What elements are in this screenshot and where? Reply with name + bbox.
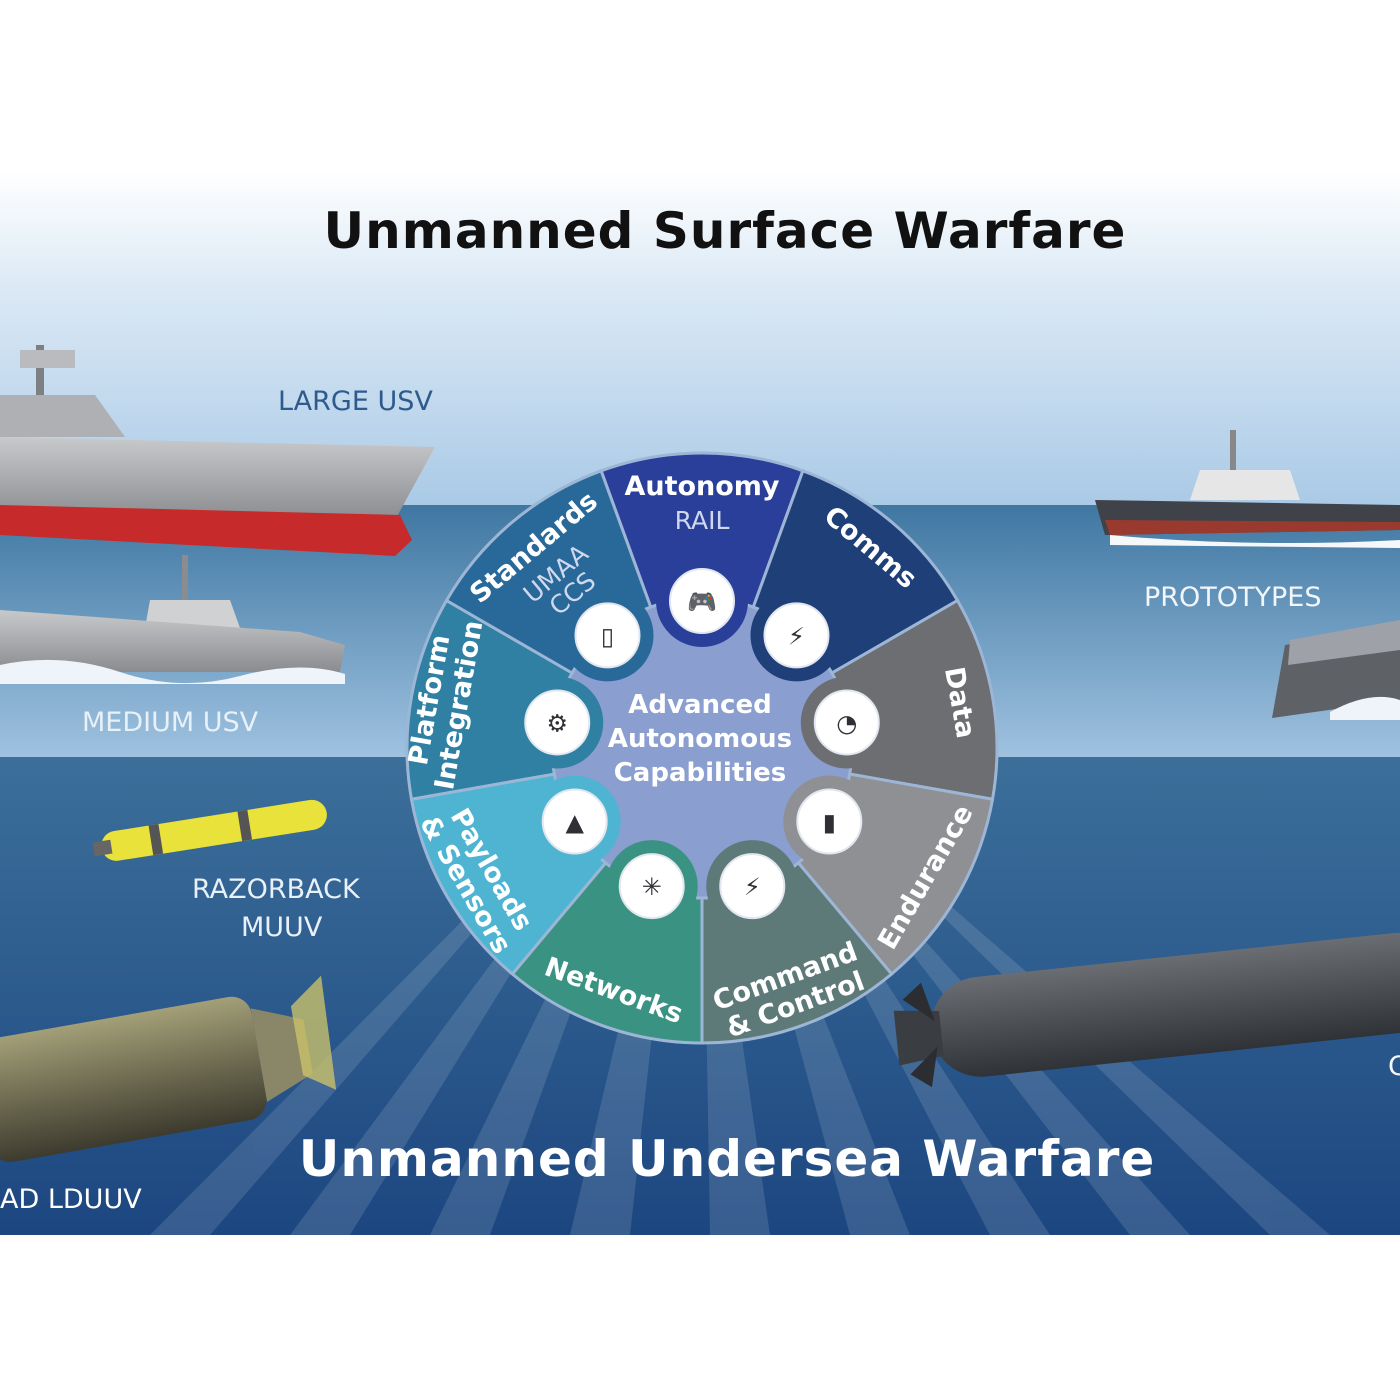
svg-text:⚡: ⚡ (788, 622, 805, 650)
razorback-label-line1: RAZORBACK (192, 874, 361, 905)
prototype-ship-image (1095, 430, 1400, 548)
medium-usv-label: MEDIUM USV (82, 707, 259, 738)
document-check-icon: ▯ (574, 602, 641, 669)
gear-icon: ⚙ (524, 689, 591, 756)
center-text-line3: Capabilities (614, 758, 787, 788)
surface-title: Unmanned Surface Warfare (324, 202, 1127, 260)
large-usv-image (0, 345, 435, 556)
large-uuv-image (893, 932, 1400, 1088)
segment-command-control[interactable]: ⚡Command& Control (700, 840, 894, 1045)
undersea-title: Unmanned Undersea Warfare (299, 1130, 1156, 1188)
svg-text:✳: ✳ (642, 873, 662, 901)
razorback-muuv-image (92, 799, 327, 861)
prototypes-label: PROTOTYPES (1144, 582, 1322, 613)
center-text-line2: Autonomous (608, 724, 792, 754)
center-text-line1: Advanced (628, 690, 771, 720)
pie-chart-icon: ◔ (813, 689, 880, 756)
antenna-tower-icon: ⚡ (719, 853, 786, 920)
svg-text:▯: ▯ (601, 622, 614, 650)
razorback-label-line2: MUUV (241, 912, 323, 943)
svg-text:⚡: ⚡ (744, 873, 761, 901)
remote-controller-icon: 🎮 (669, 568, 735, 634)
network-hub-icon: ✳ (618, 853, 685, 920)
segment-data[interactable]: ◔Data (800, 598, 999, 801)
segment-endurance[interactable]: ▮Endurance (783, 772, 995, 977)
segment-comms[interactable]: ⚡Comms (750, 468, 960, 682)
battery-icon: ▮ (796, 788, 863, 855)
radio-tower-icon: ⚡ (763, 602, 830, 669)
prototype-boat-image (1272, 620, 1400, 720)
svg-text:⚙: ⚙ (546, 709, 568, 737)
medium-usv-image (0, 555, 345, 684)
lduuv-label: AD LDUUV (0, 1184, 142, 1215)
svg-text:🎮: 🎮 (687, 588, 717, 616)
svg-text:◔: ◔ (836, 709, 857, 737)
segment-networks[interactable]: ✳Networks (510, 840, 704, 1045)
segment-label: Autonomy (624, 471, 779, 502)
large-usv-label: LARGE USV (278, 386, 433, 417)
svg-text:▲: ▲ (565, 809, 584, 837)
lduuv-image (0, 975, 337, 1163)
segment-sublabel: RAIL (675, 506, 730, 535)
svg-text:▮: ▮ (823, 809, 836, 837)
right-vehicle-label-partial: C (1388, 1051, 1400, 1082)
pyramid-sensor-icon: ▲ (541, 788, 608, 855)
